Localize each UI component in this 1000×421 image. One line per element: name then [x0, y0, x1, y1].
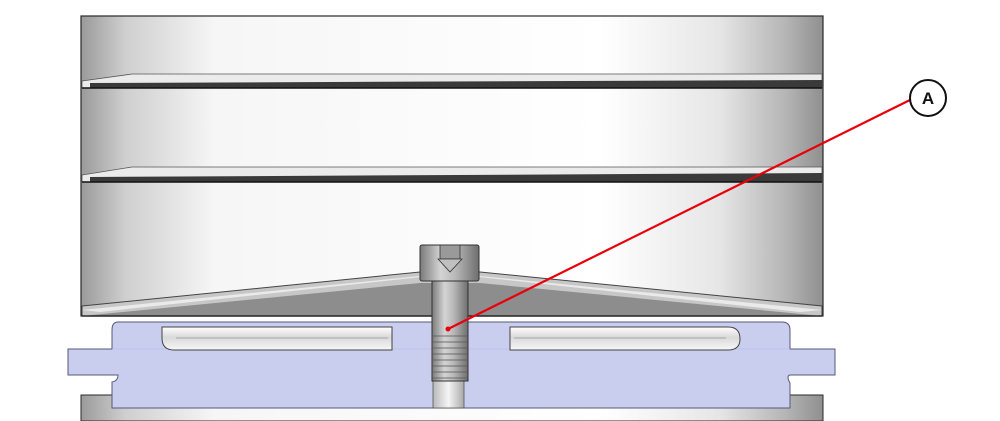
- screw-shank: [431, 280, 469, 382]
- callout-a-bubble: [909, 79, 947, 117]
- hex-socket: [439, 244, 461, 260]
- socket-cone: [437, 258, 463, 273]
- bolt-bore: [432, 379, 465, 409]
- cone-highlight-left: [82, 276, 430, 312]
- callout-a: A: [445, 79, 947, 332]
- callout-a-leader-dot: [445, 326, 451, 332]
- screw-thread: [433, 335, 467, 379]
- groove-middle-shadow: [90, 173, 822, 182]
- base-slots: [161, 326, 741, 351]
- ring-groove-upper: [81, 73, 823, 89]
- cap-screw: [419, 244, 480, 382]
- callout-a-leader-line: [447, 97, 915, 330]
- ring-groove-middle: [81, 166, 823, 183]
- cone-highlight-right: [470, 276, 822, 312]
- groove-upper-shadow: [90, 80, 822, 88]
- callout-a-label: A: [922, 89, 934, 108]
